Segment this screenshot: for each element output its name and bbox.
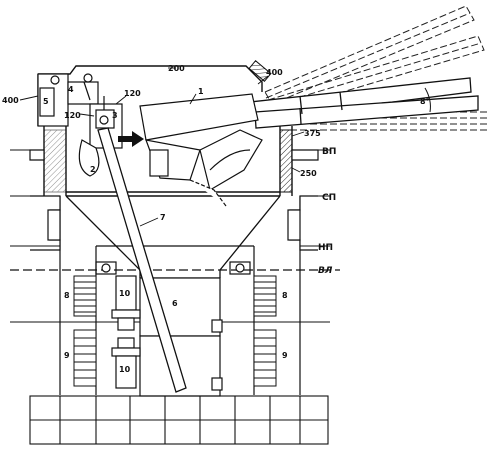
- label-9-right: 9: [282, 351, 288, 360]
- ring-rollers: [95, 261, 251, 275]
- label-8-left: 8: [64, 291, 70, 300]
- label-10-upper: 10: [119, 289, 131, 298]
- elevation-angle-mark: [424, 87, 431, 113]
- magazine-rack-right-8: [253, 275, 277, 317]
- deck-label-np: НП: [318, 243, 333, 253]
- label-400-right: 400: [266, 68, 283, 77]
- label-2: 2: [90, 165, 96, 174]
- label-9-left: 9: [64, 351, 70, 360]
- operator-cabin: [37, 73, 99, 127]
- magazine-rack-left-9: [73, 329, 97, 387]
- label-120-top: 120: [124, 89, 141, 98]
- deck-label-vp: ВП: [322, 147, 336, 157]
- feed-tube: [97, 127, 187, 393]
- side-armor-left: [43, 129, 67, 193]
- deck-beams-right: [287, 149, 319, 251]
- leader-lines: [19, 67, 305, 227]
- label-400-left: 400: [2, 96, 19, 105]
- double-bottom-grid: [29, 395, 329, 445]
- label-1: 1: [198, 87, 204, 96]
- label-200: 200: [168, 64, 185, 73]
- label-4: 4: [68, 85, 74, 94]
- angle-label: 8°: [420, 97, 430, 106]
- label-10-lower: 10: [119, 365, 131, 374]
- label-8-right: 8: [282, 291, 288, 300]
- feed-direction-arrow: [118, 131, 144, 147]
- magazine-rack-left-8: [73, 275, 97, 317]
- label-120-left: 120: [64, 111, 81, 120]
- barbette-cone: [65, 195, 281, 279]
- barrels-solid: [249, 77, 479, 129]
- label-250: 250: [300, 169, 317, 178]
- magazine-rack-right-9: [253, 329, 277, 387]
- side-armor-right: [279, 129, 293, 193]
- label-375: 375: [304, 129, 321, 138]
- deck-beams-left: [29, 149, 61, 251]
- label-6: 6: [172, 299, 178, 308]
- label-5: 5: [43, 97, 49, 106]
- gun-cradle: [139, 93, 263, 207]
- label-3: 3: [112, 111, 118, 120]
- unit-10-upper: [111, 275, 141, 331]
- deck-label-sp: СП: [322, 193, 336, 203]
- unit-10-lower: [111, 337, 141, 389]
- roof-armor-front: [248, 60, 272, 82]
- deck-label-vl: ВЛ: [318, 266, 333, 276]
- label-7: 7: [160, 213, 166, 222]
